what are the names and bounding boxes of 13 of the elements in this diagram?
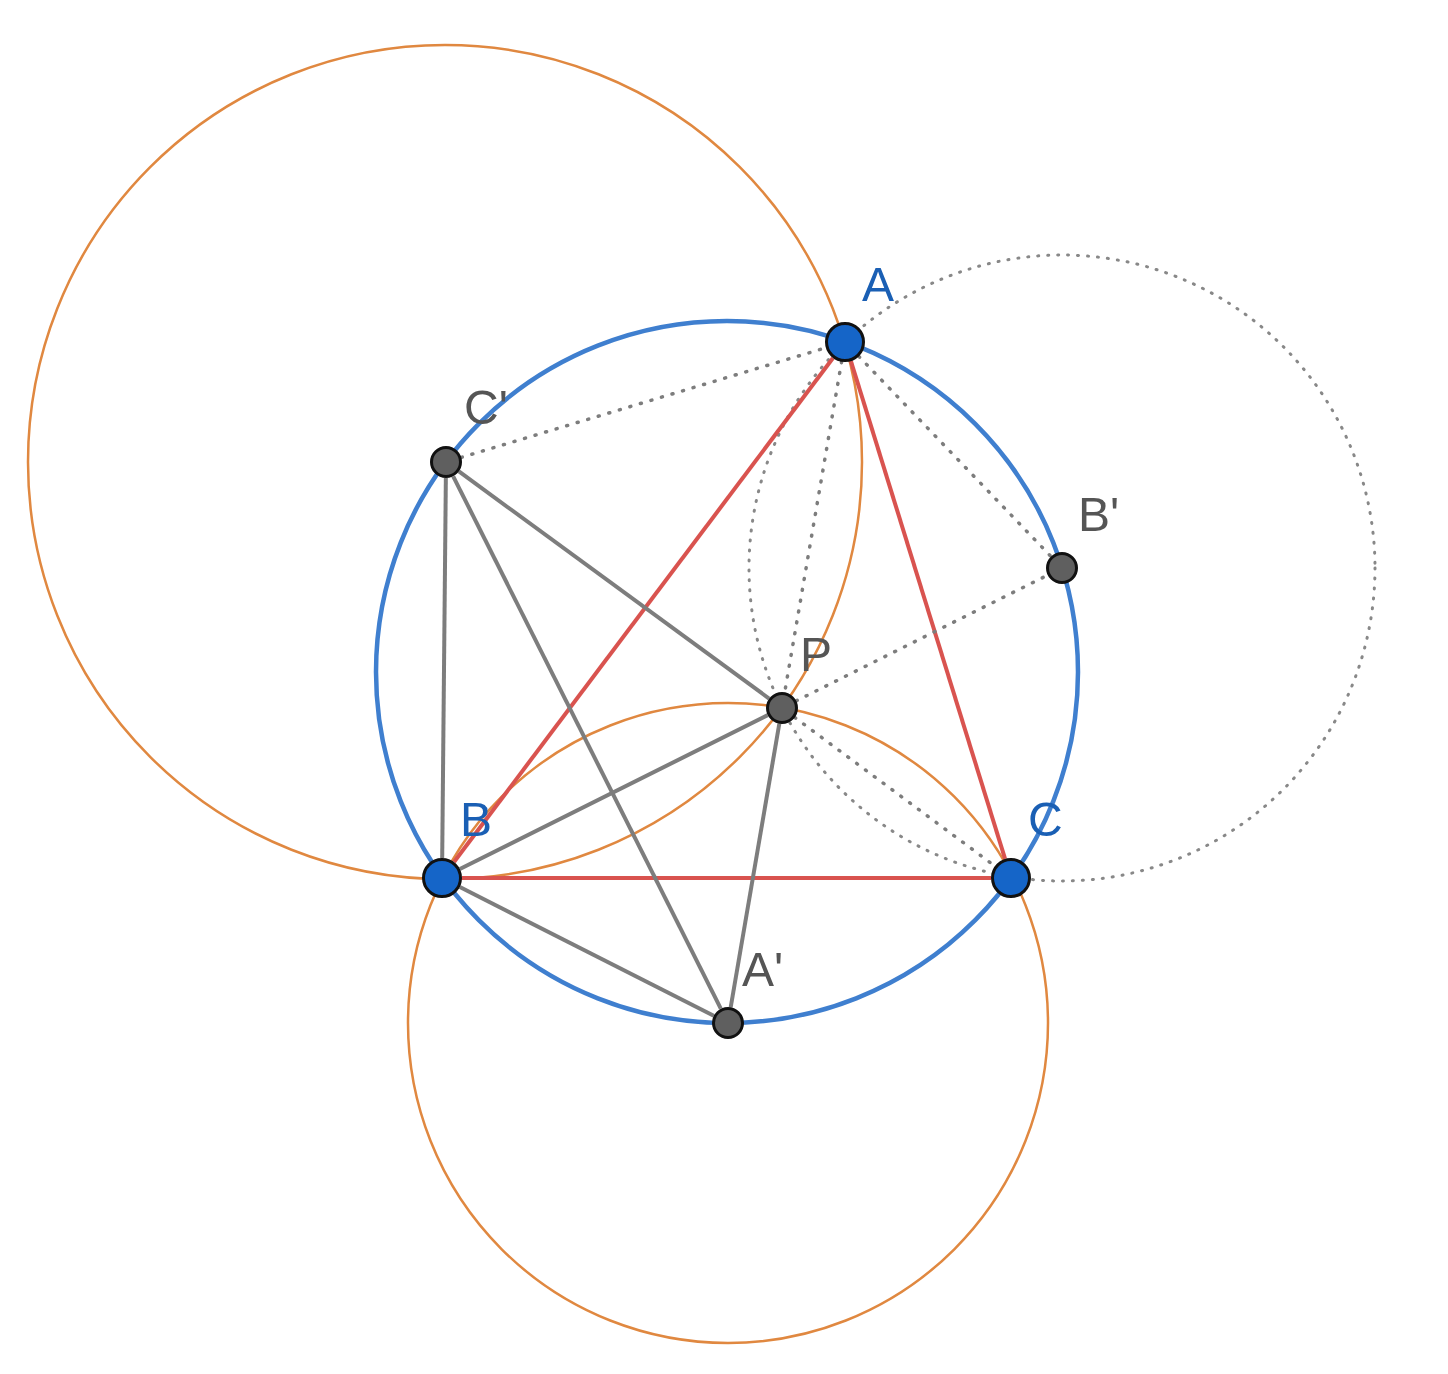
point-label: A: [862, 260, 894, 310]
line-segment: [451, 475, 723, 1010]
line-segment: [452, 356, 835, 864]
line-segment: [462, 876, 991, 880]
dotted-segment: [857, 354, 1053, 559]
line-segment: [458, 885, 715, 1018]
point-label: A': [742, 945, 784, 995]
line-segment: [849, 360, 1007, 860]
line-segment: [457, 469, 771, 701]
line-segment: [440, 478, 448, 858]
line-segment: [728, 723, 782, 1008]
point-label: B': [1078, 490, 1120, 540]
line-segment: [459, 713, 769, 871]
